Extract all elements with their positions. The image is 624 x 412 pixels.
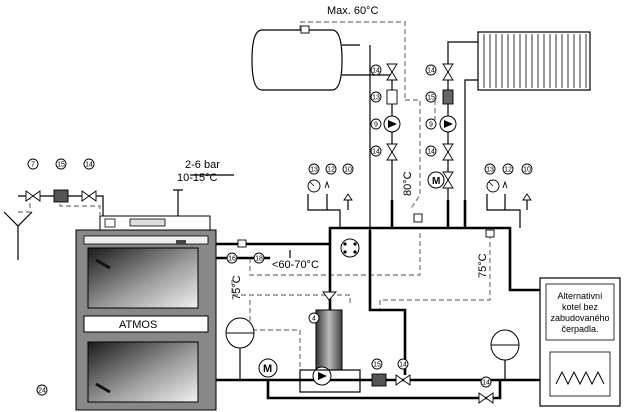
alt-boiler-line3: zabudovaného xyxy=(550,313,609,323)
callout-24: 24 xyxy=(36,384,48,396)
boiler xyxy=(75,215,217,411)
svg-text:15: 15 xyxy=(373,362,381,369)
callout-13: 13 xyxy=(308,163,320,175)
svg-text:10: 10 xyxy=(523,167,531,174)
radiator xyxy=(477,31,591,91)
motor-label-lower: M xyxy=(263,363,272,375)
alt-boiler-line2: kotel bez xyxy=(562,302,599,312)
svg-text:15: 15 xyxy=(427,95,435,102)
temp-75-right-label: 75°C xyxy=(477,253,489,278)
callout-14: 14 xyxy=(397,358,409,370)
svg-text:14: 14 xyxy=(427,68,435,75)
svg-text:4: 4 xyxy=(312,316,316,323)
callout-14: 14 xyxy=(425,64,437,76)
thermostat xyxy=(340,238,360,258)
callout-14: 14 xyxy=(480,376,492,388)
callout-9: 9 xyxy=(370,118,382,130)
callout-4: 4 xyxy=(308,312,320,324)
lower-valves xyxy=(371,373,494,404)
svg-text:12: 12 xyxy=(504,167,512,174)
alternative-boiler xyxy=(539,277,621,407)
callout-14: 14 xyxy=(83,158,95,170)
drain-funnel xyxy=(3,211,33,260)
boiler-outlet-sensor xyxy=(237,239,247,248)
expansion-vessel-right xyxy=(490,329,520,380)
svg-text:7: 7 xyxy=(31,162,35,169)
boiler-brand-label: ATMOS xyxy=(119,319,157,331)
control-lines xyxy=(18,21,491,370)
callout-12: 12 xyxy=(502,163,514,175)
alt-boiler-line1: Alternativní xyxy=(557,291,603,301)
cold-water-pipe xyxy=(18,195,104,216)
alt-boiler-line4: čerpadla. xyxy=(561,324,598,334)
inlet-temp-label: 10-15°C xyxy=(177,172,218,184)
svg-text:14: 14 xyxy=(427,149,435,156)
callout-13: 13 xyxy=(370,91,382,103)
pressure-label: 2-6 bar xyxy=(185,159,220,171)
callout-15: 15 xyxy=(425,91,437,103)
svg-text:13: 13 xyxy=(486,167,494,174)
temp-75-left-label: 75°C xyxy=(231,275,243,300)
expansion-vessel-left xyxy=(225,317,255,380)
svg-text:12: 12 xyxy=(327,167,335,174)
motor-label-upper: M xyxy=(432,176,440,187)
callout-7: 7 xyxy=(27,158,39,170)
callout-15: 15 xyxy=(371,358,383,370)
tank-circuit-pipes xyxy=(342,44,393,230)
svg-text:18: 18 xyxy=(255,256,263,263)
svg-text:14: 14 xyxy=(372,149,380,156)
callout-9: 9 xyxy=(425,118,437,130)
svg-text:14: 14 xyxy=(372,68,380,75)
svg-text:9: 9 xyxy=(374,122,378,129)
svg-text:14: 14 xyxy=(85,162,93,169)
callout-15: 15 xyxy=(55,158,67,170)
header-sensor xyxy=(413,213,423,223)
return-temp-label: <60-70°C xyxy=(272,259,319,271)
svg-text:15: 15 xyxy=(57,162,65,169)
callout-18: 18 xyxy=(253,252,265,264)
radiator-valves xyxy=(427,63,457,189)
svg-text:10: 10 xyxy=(344,167,352,174)
callout-14: 14 xyxy=(370,64,382,76)
callout-10: 10 xyxy=(521,163,533,175)
callout-16: 16 xyxy=(226,252,238,264)
hot-water-tank xyxy=(251,25,343,91)
motor-valve-lower xyxy=(258,358,278,378)
motor-valve-upper xyxy=(427,171,445,189)
svg-text:9: 9 xyxy=(429,122,433,129)
svg-text:16: 16 xyxy=(228,256,236,263)
callout-13: 13 xyxy=(484,163,496,175)
safety-group-right xyxy=(486,179,532,228)
svg-text:14: 14 xyxy=(482,380,490,387)
svg-text:14: 14 xyxy=(399,362,407,369)
callout-14: 14 xyxy=(370,145,382,157)
right-sensor xyxy=(485,229,495,238)
callout-14: 14 xyxy=(425,145,437,157)
svg-text:13: 13 xyxy=(310,167,318,174)
mixing-valve-assembly xyxy=(299,291,361,393)
svg-text:13: 13 xyxy=(372,95,380,102)
callout-12: 12 xyxy=(325,163,337,175)
callout-10: 10 xyxy=(342,163,354,175)
tank-sensor xyxy=(300,25,310,34)
max-temp-label: Max. 60°C xyxy=(327,5,379,17)
safety-group-left xyxy=(307,179,353,228)
tank-valves xyxy=(383,63,401,161)
svg-text:24: 24 xyxy=(38,388,46,395)
temp-80-label: 80°C xyxy=(402,171,414,196)
cold-water-valves xyxy=(25,189,97,203)
